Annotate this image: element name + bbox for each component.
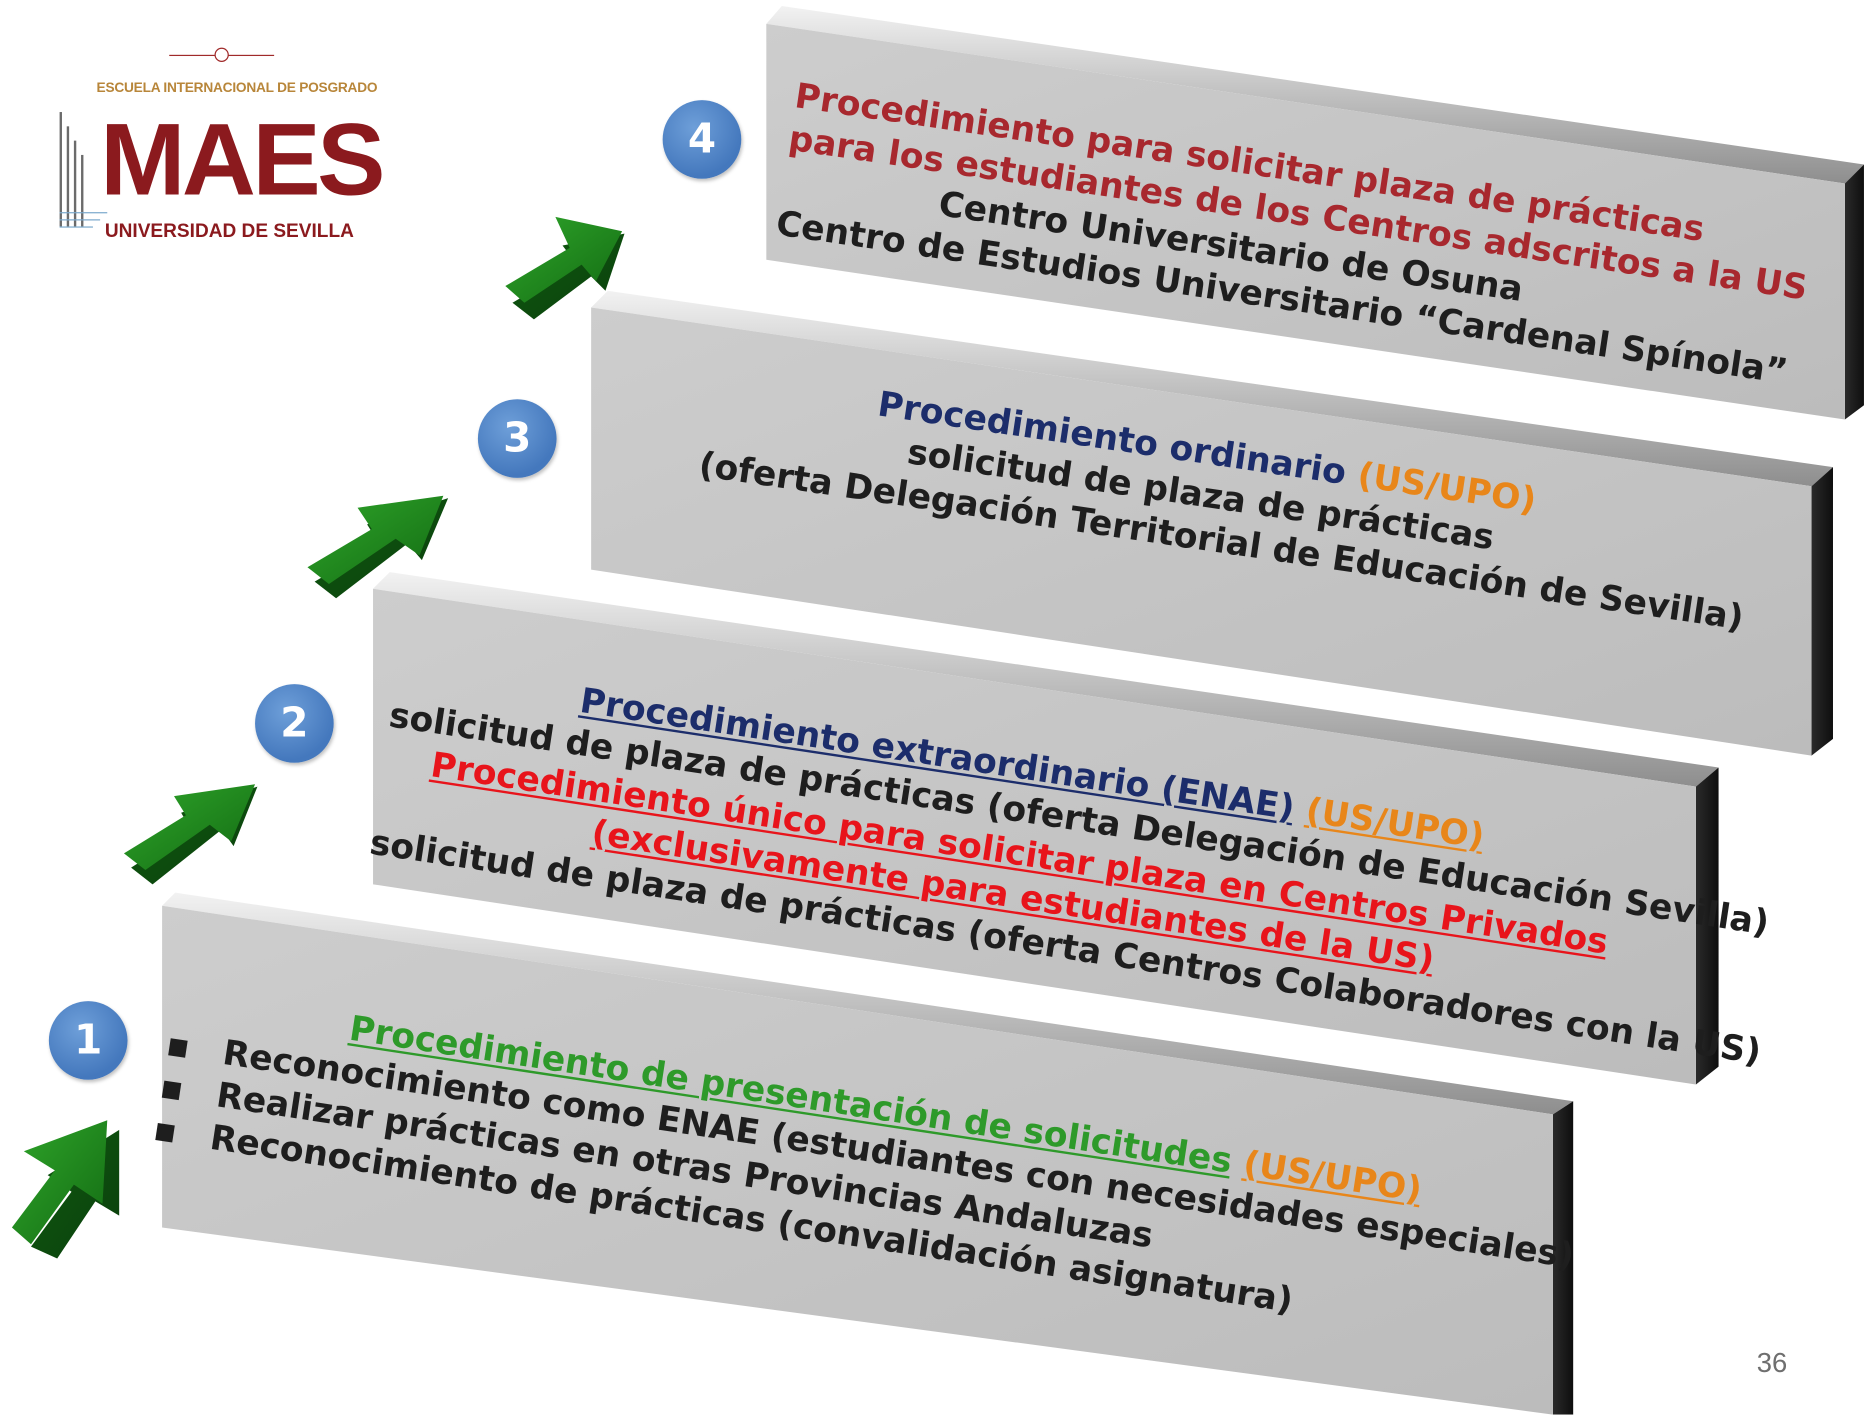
step-1-badge: 1 — [48, 1001, 128, 1080]
step-2-slab — [373, 572, 1719, 1085]
arrow-step-1-icon — [11, 1120, 120, 1259]
step-1-slab — [162, 892, 1574, 1415]
step-3-badge: 3 — [477, 399, 557, 478]
logo-school-name: ESCUELA INTERNACIONAL DE POSGRADO — [96, 81, 378, 96]
step-4-badge: 4 — [662, 100, 742, 179]
arrow-step-2-icon — [123, 784, 258, 885]
logo-ornament — [214, 47, 229, 62]
step-2-badge: 2 — [255, 684, 334, 763]
logo-name: MAES — [100, 102, 385, 217]
bullet-square-icon: ▪ — [150, 1108, 181, 1152]
arrow-step-3-icon — [307, 495, 449, 599]
arrow-step-4-icon — [505, 216, 625, 320]
maes-logo: ESCUELA INTERNACIONAL DE POSGRADO MAES U… — [59, 45, 386, 248]
page-number: 36 — [1756, 1346, 1788, 1378]
logo-university: UNIVERSIDAD DE SEVILLA — [104, 221, 354, 242]
step-3-slab — [591, 290, 1833, 756]
step-4-slab — [766, 5, 1864, 420]
